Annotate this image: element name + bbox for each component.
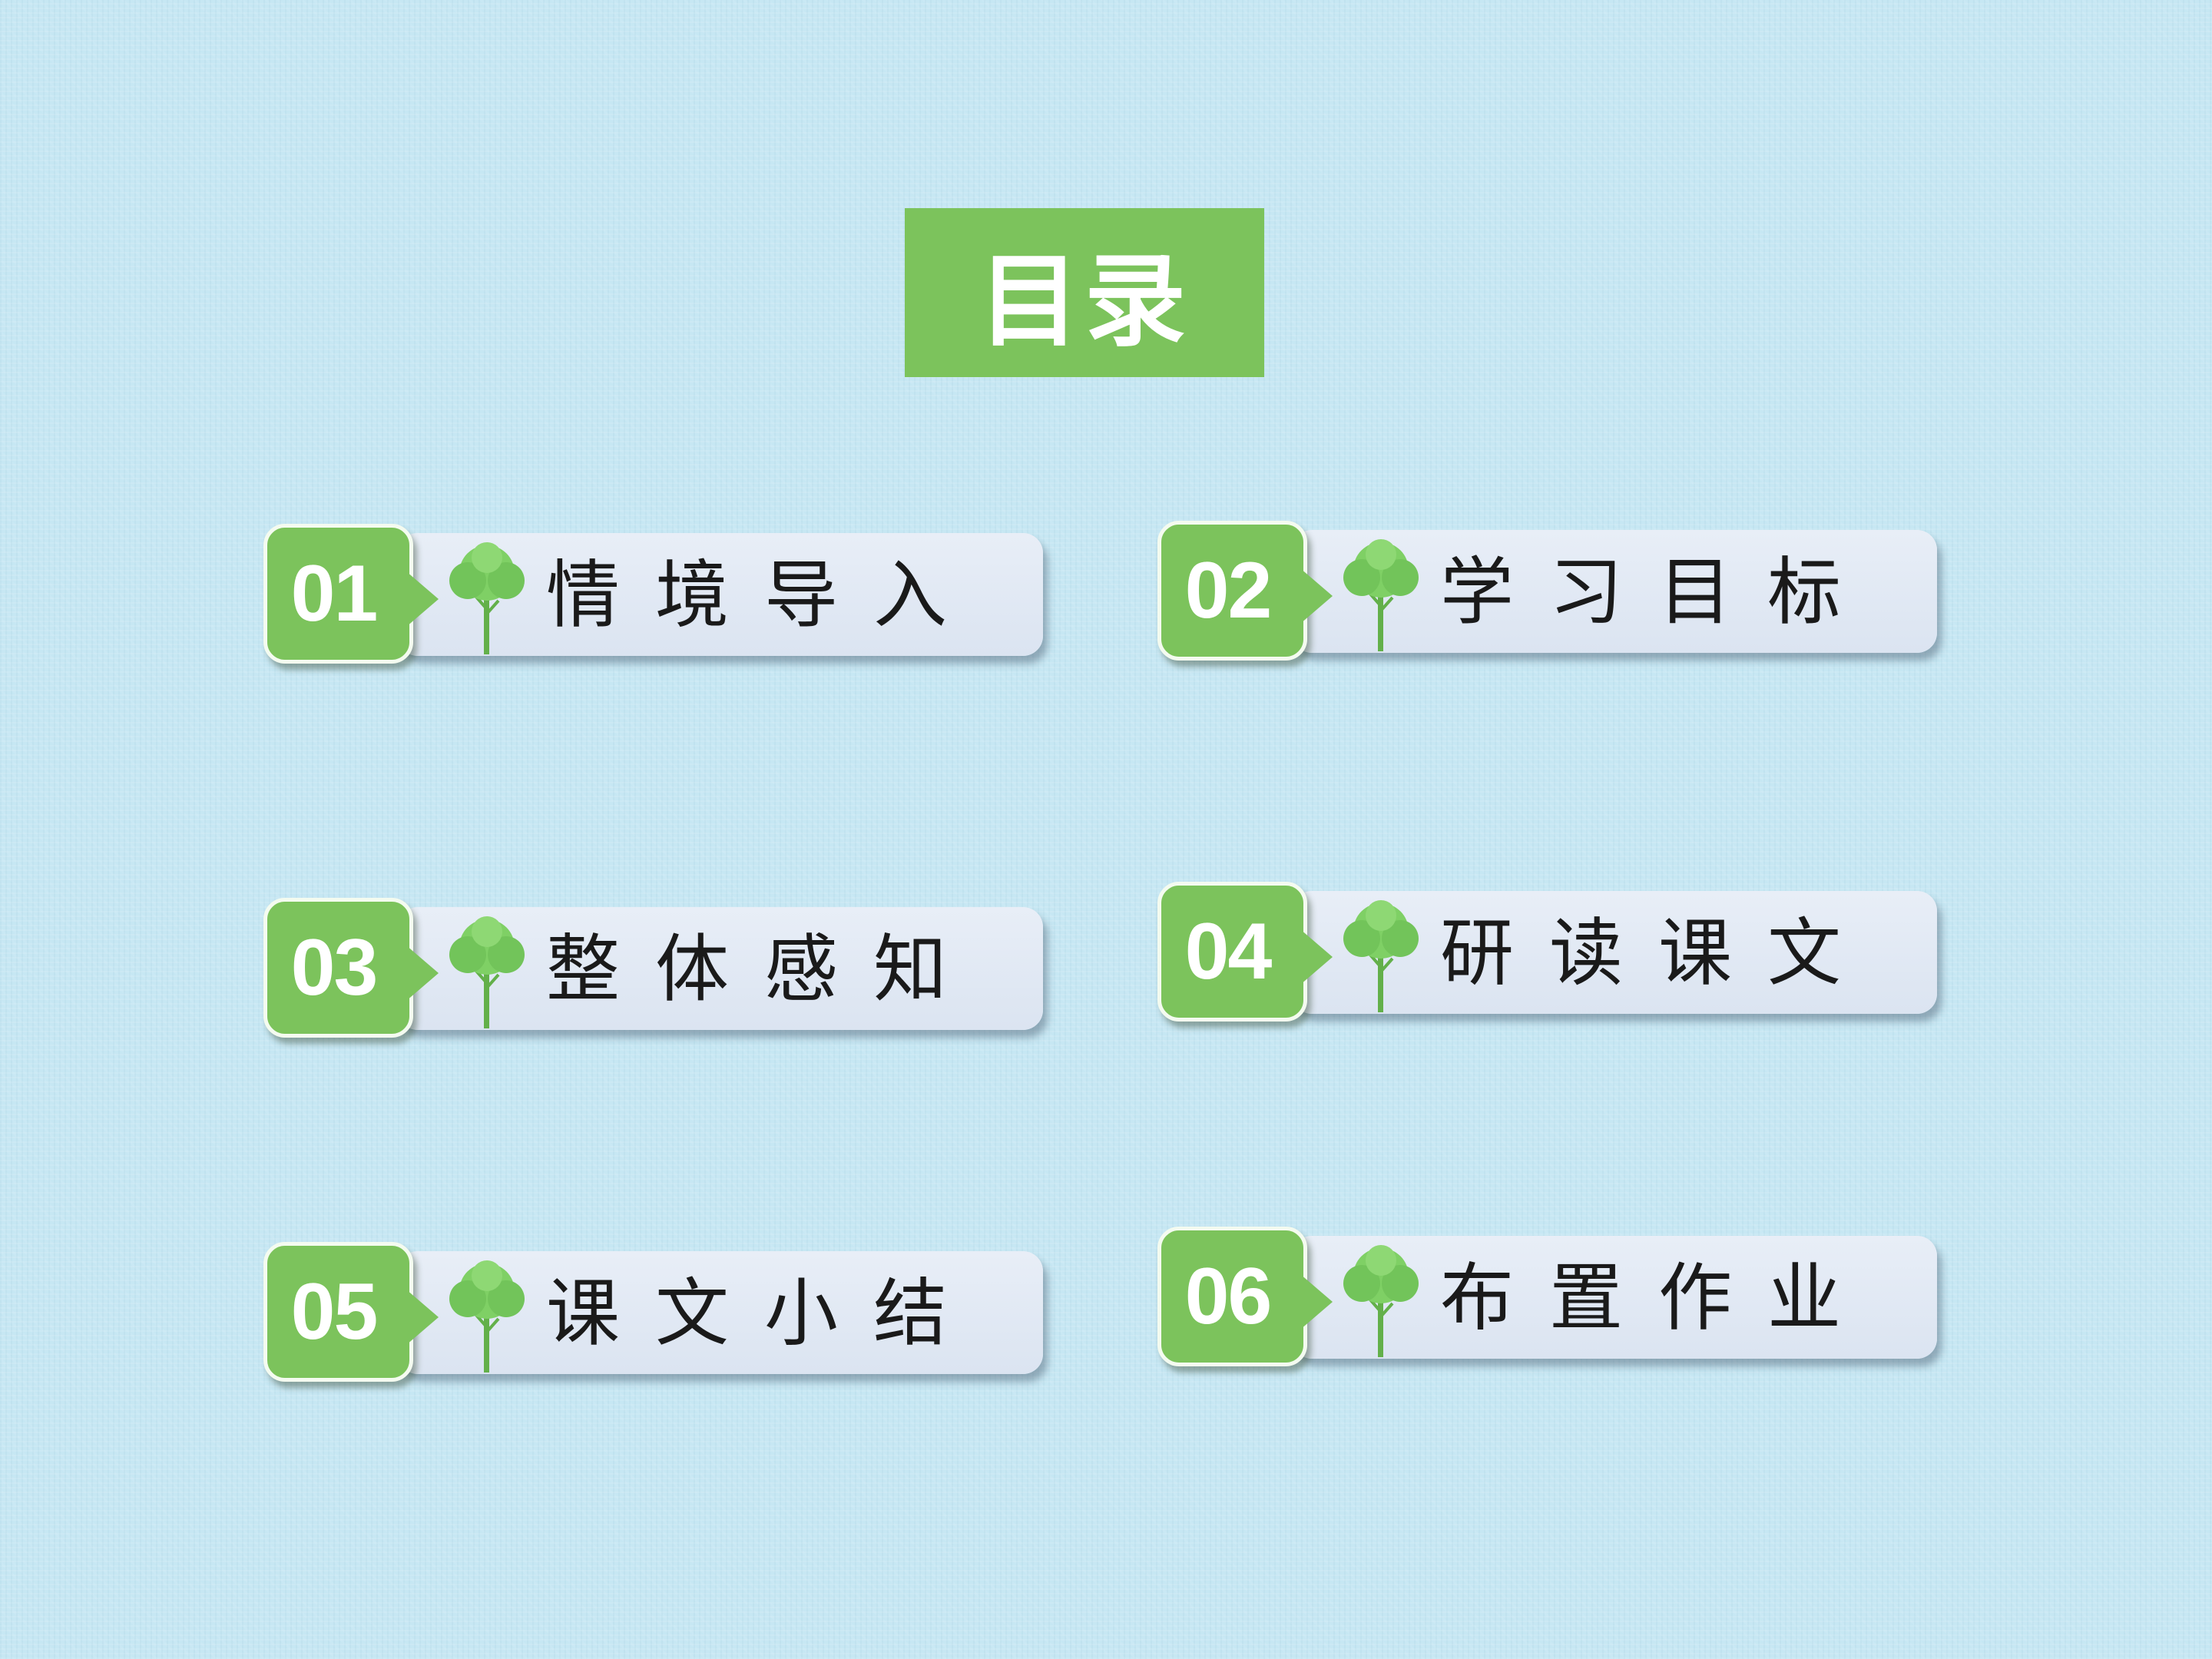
pointer-arrow	[406, 1290, 439, 1345]
tree-icon	[449, 542, 525, 654]
number-badge: 04	[1157, 882, 1307, 1022]
tree-icon	[1343, 1245, 1419, 1357]
item-label: 整体感知	[546, 926, 982, 1012]
item-number: 04	[1184, 906, 1273, 996]
item-number: 03	[290, 922, 379, 1012]
item-label: 布置作业	[1440, 1255, 1876, 1341]
number-badge: 02	[1157, 521, 1307, 661]
menu-item-02[interactable]: 02 学习目标	[1157, 521, 1949, 667]
item-number: 05	[290, 1267, 379, 1356]
item-label: 学习目标	[1440, 549, 1876, 635]
menu-item-01[interactable]: 01 情境导入	[263, 524, 1055, 670]
menu-item-04[interactable]: 04 研读课文	[1157, 882, 1949, 1028]
item-number: 02	[1184, 545, 1273, 635]
number-badge: 05	[263, 1242, 413, 1382]
item-label: 情境导入	[546, 552, 982, 638]
item-label: 课文小结	[546, 1270, 982, 1356]
item-number: 01	[290, 548, 379, 638]
tree-icon	[449, 1260, 525, 1373]
tree-icon	[449, 916, 525, 1028]
item-label: 研读课文	[1440, 910, 1876, 996]
item-number: 06	[1184, 1251, 1273, 1341]
tree-icon	[1343, 539, 1419, 651]
title-banner: 目录	[905, 208, 1264, 377]
pointer-arrow	[1300, 929, 1333, 985]
menu-item-03[interactable]: 03 整体感知	[263, 898, 1055, 1044]
tree-icon	[1343, 900, 1419, 1012]
menu-item-06[interactable]: 06 布置作业	[1157, 1227, 1949, 1373]
number-badge: 01	[263, 524, 413, 664]
pointer-arrow	[1300, 568, 1333, 624]
page-title: 目录	[979, 242, 1190, 361]
pointer-arrow	[406, 945, 439, 1001]
pointer-arrow	[406, 571, 439, 627]
number-badge: 06	[1157, 1227, 1307, 1366]
pointer-arrow	[1300, 1274, 1333, 1330]
menu-item-05[interactable]: 05 课文小结	[263, 1242, 1055, 1388]
number-badge: 03	[263, 898, 413, 1038]
